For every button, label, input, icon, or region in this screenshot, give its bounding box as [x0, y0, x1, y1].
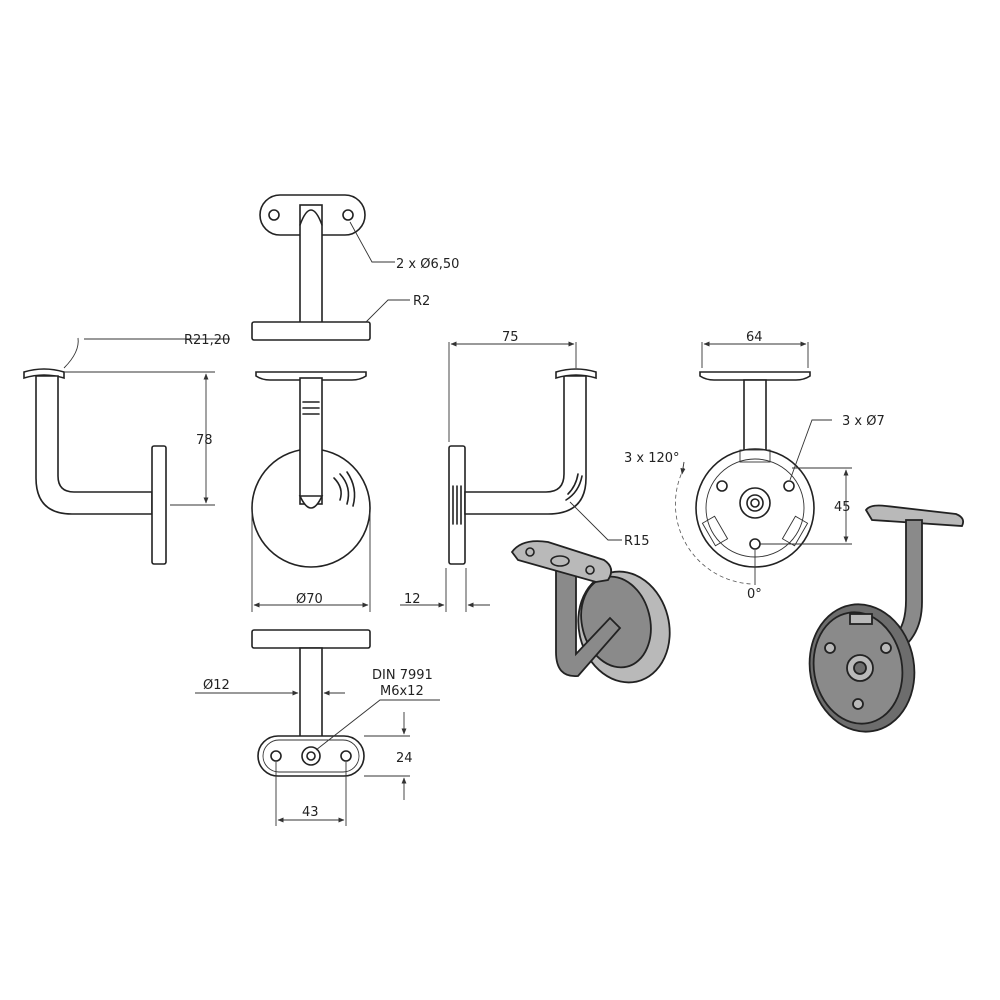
base-hole-left	[716, 480, 728, 492]
render-view-back	[808, 504, 965, 733]
render-view-front	[510, 540, 671, 684]
top-rod	[299, 204, 323, 324]
bottom-base-edge	[251, 629, 371, 649]
render1-arm	[555, 569, 622, 677]
left-side-view	[23, 337, 230, 565]
label-plate-thickness: 12	[404, 592, 421, 607]
label-plate-radius: R2	[413, 294, 430, 309]
bottom-rod	[299, 647, 323, 741]
top-hole-right	[342, 209, 354, 221]
label-height: 78	[196, 433, 213, 448]
base-rod	[743, 379, 767, 451]
render2-saddle	[864, 504, 965, 527]
label-bend-radius: R15	[624, 534, 650, 549]
label-angle: 3 x 120°	[624, 451, 680, 466]
bottom-hole-right	[340, 750, 352, 762]
front-saddle	[255, 371, 367, 381]
label-screw-norm: DIN 7991	[372, 668, 433, 683]
top-base-edge	[251, 321, 371, 341]
label-zero-angle: 0°	[747, 587, 762, 602]
front-view	[251, 371, 371, 612]
top-hole-left	[268, 209, 280, 221]
base-hole-right	[783, 480, 795, 492]
label-holes-top: 2 x Ø6,50	[396, 257, 459, 272]
label-bend-radius-top: R21,20	[184, 333, 230, 348]
label-plate-length: 43	[302, 805, 319, 820]
right-bracket-rod	[464, 375, 587, 515]
right-handrail-saddle	[555, 368, 597, 380]
left-disc	[151, 445, 167, 565]
front-rod	[299, 377, 323, 505]
label-plate-height: 24	[396, 751, 413, 766]
label-disc-diameter: Ø70	[296, 592, 323, 607]
label-width-side: 75	[502, 330, 519, 345]
base-saddle	[699, 371, 811, 381]
right-side-view	[400, 341, 622, 612]
bottom-view	[195, 629, 440, 826]
bottom-hole-left	[270, 750, 282, 762]
label-hole-spacing: 45	[834, 500, 851, 515]
left-bracket-rod	[35, 375, 153, 515]
label-rod-diameter: Ø12	[203, 678, 230, 693]
top-view	[251, 194, 410, 341]
base-view	[675, 341, 852, 585]
bottom-plate	[257, 735, 365, 777]
label-holes-base: 3 x Ø7	[842, 414, 885, 429]
base-center-boss	[739, 487, 771, 519]
label-screw-size: M6x12	[380, 684, 424, 699]
bottom-screw	[301, 746, 321, 766]
label-width-top: 64	[746, 330, 763, 345]
